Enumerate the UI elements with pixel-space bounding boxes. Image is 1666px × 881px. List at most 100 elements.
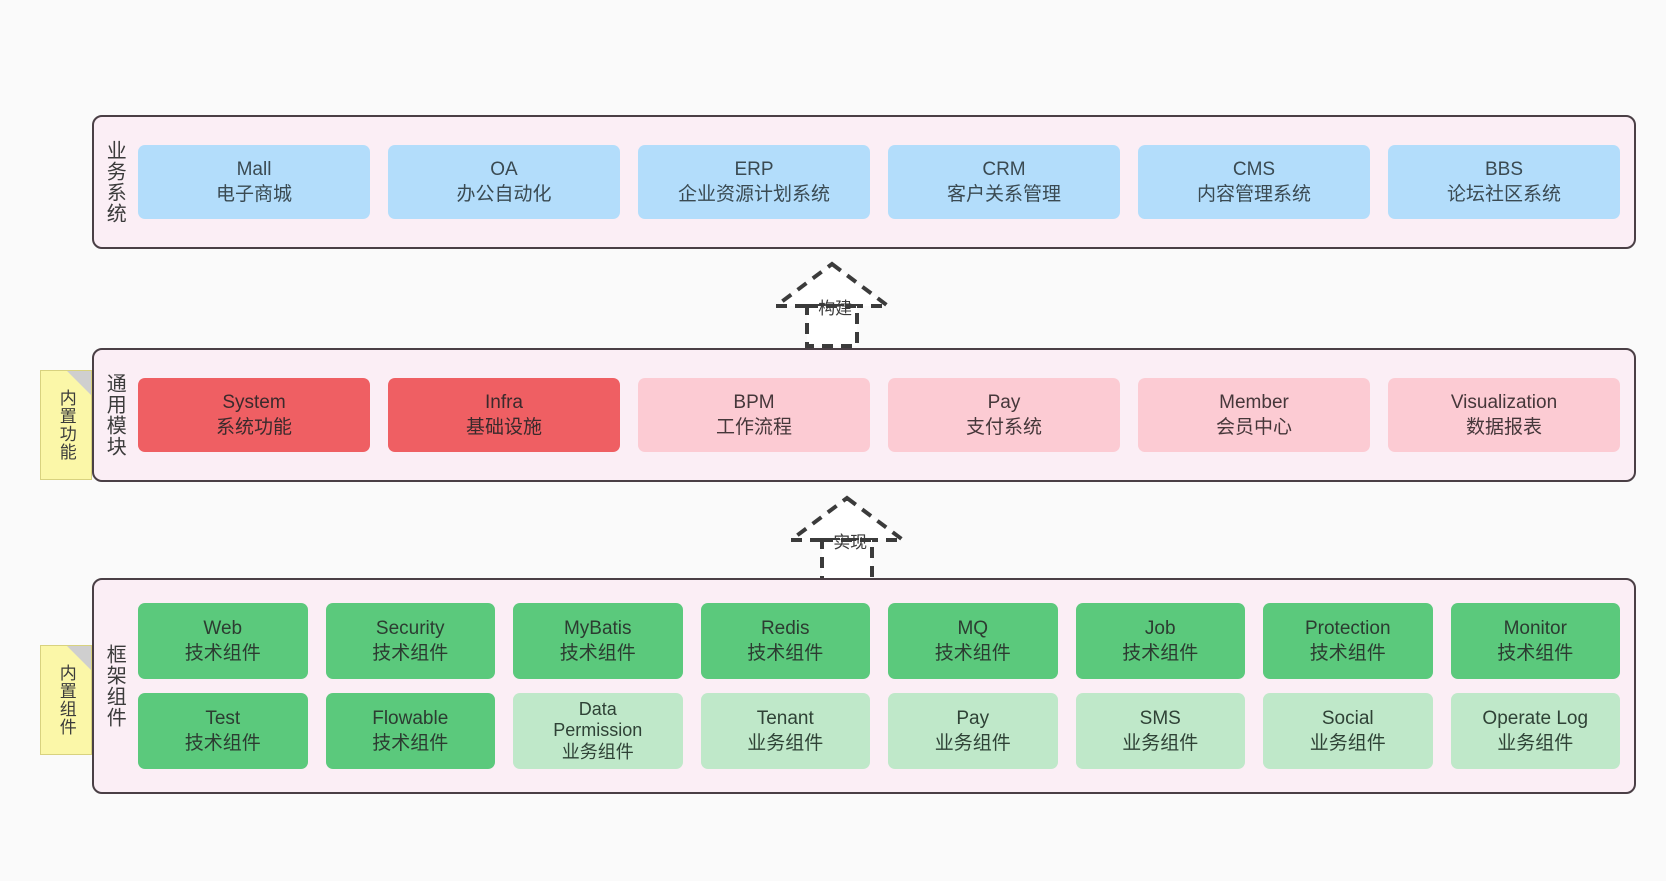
node-test[interactable]: Test 技术组件 — [138, 693, 308, 769]
folded-corner-icon — [67, 646, 91, 670]
node-row: Test 技术组件 Flowable 技术组件 Data Permission … — [138, 693, 1620, 769]
node-subtitle: 系统功能 — [215, 417, 292, 438]
node-title: MyBatis — [563, 617, 632, 639]
node-visualization[interactable]: Visualization 数据报表 — [1388, 378, 1620, 452]
node-subtitle: 支付系统 — [965, 417, 1042, 438]
node-operate-log[interactable]: Operate Log 业务组件 — [1450, 693, 1620, 769]
node-erp[interactable]: ERP 企业资源计划系统 — [638, 145, 870, 219]
node-member[interactable]: Member 会员中心 — [1138, 378, 1370, 452]
node-subtitle: 基础设施 — [465, 417, 542, 438]
node-title: Pay — [956, 707, 990, 729]
layer-panel-common-module[interactable]: 通用模块 System 系统功能 Infra 基础设施 BPM 工作流程 Pay… — [92, 348, 1636, 482]
node-title: Visualization — [1450, 391, 1558, 413]
node-title: CRM — [982, 158, 1026, 180]
node-title: Redis — [760, 617, 810, 639]
node-cms[interactable]: CMS 内容管理系统 — [1138, 145, 1370, 219]
node-subtitle: 企业资源计划系统 — [677, 184, 830, 205]
node-subtitle: 业务组件 — [934, 733, 1011, 754]
node-subtitle: 内容管理系统 — [1196, 184, 1311, 205]
node-title: Social — [1321, 707, 1374, 729]
node-title: Mall — [236, 158, 272, 180]
node-row: System 系统功能 Infra 基础设施 BPM 工作流程 Pay 支付系统… — [138, 378, 1620, 452]
node-subtitle: 技术组件 — [372, 733, 449, 754]
node-sms[interactable]: SMS 业务组件 — [1075, 693, 1245, 769]
node-crm[interactable]: CRM 客户关系管理 — [888, 145, 1120, 219]
connector-label-implement: 实现 — [833, 533, 868, 552]
node-system[interactable]: System 系统功能 — [138, 378, 370, 452]
node-title: Security — [375, 617, 445, 639]
node-oa[interactable]: OA 办公自动化 — [388, 145, 620, 219]
node-title: System — [222, 391, 286, 413]
node-title: Data Permission — [553, 698, 643, 741]
layer-title-framework-component: 框架组件 — [103, 644, 126, 728]
connector-implement: 实现 — [767, 492, 927, 582]
node-subtitle: 电子商城 — [215, 184, 292, 205]
node-title: Test — [205, 707, 241, 729]
node-monitor[interactable]: Monitor 技术组件 — [1450, 603, 1620, 679]
node-web[interactable]: Web 技术组件 — [138, 603, 308, 679]
node-title: Operate Log — [1482, 707, 1589, 729]
node-title: SMS — [1139, 707, 1181, 729]
folded-corner-icon — [67, 371, 91, 395]
layer-body-business: Mall 电子商城 OA 办公自动化 ERP 企业资源计划系统 CRM 客户关系… — [134, 117, 1634, 247]
node-title: MQ — [957, 617, 989, 639]
layer-body-framework-component: Web 技术组件 Security 技术组件 MyBatis 技术组件 Redi… — [134, 580, 1634, 792]
sticky-note-builtin-component[interactable]: 内置组件 — [40, 645, 92, 755]
node-subtitle: 技术组件 — [1122, 643, 1199, 664]
node-social[interactable]: Social 业务组件 — [1263, 693, 1433, 769]
node-subtitle: 技术组件 — [184, 643, 261, 664]
node-title: Monitor — [1503, 617, 1567, 639]
node-subtitle: 会员中心 — [1215, 417, 1292, 438]
layer-panel-business[interactable]: 业务系统 Mall 电子商城 OA 办公自动化 ERP 企业资源计划系统 CRM… — [92, 115, 1636, 249]
node-bpm[interactable]: BPM 工作流程 — [638, 378, 870, 452]
node-bbs[interactable]: BBS 论坛社区系统 — [1388, 145, 1620, 219]
node-row: Web 技术组件 Security 技术组件 MyBatis 技术组件 Redi… — [138, 603, 1620, 679]
node-subtitle: 办公自动化 — [456, 184, 552, 205]
node-title: Protection — [1304, 617, 1391, 639]
layer-panel-framework-component[interactable]: 框架组件 Web 技术组件 Security 技术组件 MyBatis 技术组件… — [92, 578, 1636, 794]
layer-title-business: 业务系统 — [103, 140, 126, 224]
node-subtitle: 业务组件 — [1122, 733, 1199, 754]
generalization-arrow-icon — [770, 261, 894, 348]
node-subtitle: 技术组件 — [559, 643, 636, 664]
node-title: BPM — [733, 391, 775, 413]
node-subtitle: 论坛社区系统 — [1446, 184, 1561, 205]
node-subtitle: 业务组件 — [747, 733, 824, 754]
node-title: BBS — [1484, 158, 1524, 180]
node-pay-module[interactable]: Pay 支付系统 — [888, 378, 1120, 452]
connector-build: 构建 — [752, 258, 912, 348]
node-redis[interactable]: Redis 技术组件 — [700, 603, 870, 679]
node-flowable[interactable]: Flowable 技术组件 — [325, 693, 495, 769]
node-data-permission[interactable]: Data Permission 业务组件 — [513, 693, 683, 769]
node-mybatis[interactable]: MyBatis 技术组件 — [513, 603, 683, 679]
node-job[interactable]: Job 技术组件 — [1075, 603, 1245, 679]
node-security[interactable]: Security 技术组件 — [325, 603, 495, 679]
node-row: Mall 电子商城 OA 办公自动化 ERP 企业资源计划系统 CRM 客户关系… — [138, 145, 1620, 219]
node-subtitle: 数据报表 — [1465, 417, 1542, 438]
node-title: OA — [490, 158, 518, 180]
node-subtitle: 技术组件 — [747, 643, 824, 664]
layer-title-common-module: 通用模块 — [103, 373, 126, 457]
node-mall[interactable]: Mall 电子商城 — [138, 145, 370, 219]
connector-label-build: 构建 — [818, 299, 853, 318]
node-title: Web — [203, 617, 243, 639]
node-pay-component[interactable]: Pay 业务组件 — [888, 693, 1058, 769]
node-mq[interactable]: MQ 技术组件 — [888, 603, 1058, 679]
node-subtitle: 工作流程 — [715, 417, 792, 438]
sticky-note-builtin-function[interactable]: 内置功能 — [40, 370, 92, 480]
node-subtitle: 业务组件 — [1497, 733, 1574, 754]
node-subtitle: 技术组件 — [1497, 643, 1574, 664]
generalization-arrow-icon — [785, 495, 909, 582]
node-subtitle: 业务组件 — [1309, 733, 1386, 754]
node-subtitle: 技术组件 — [1309, 643, 1386, 664]
node-infra[interactable]: Infra 基础设施 — [388, 378, 620, 452]
node-subtitle: 技术组件 — [934, 643, 1011, 664]
node-tenant[interactable]: Tenant 业务组件 — [700, 693, 870, 769]
node-protection[interactable]: Protection 技术组件 — [1263, 603, 1433, 679]
node-title: Flowable — [372, 707, 449, 729]
node-title: Member — [1219, 391, 1289, 413]
sticky-note-label: 内置组件 — [56, 664, 76, 736]
node-subtitle: 客户关系管理 — [946, 184, 1061, 205]
node-title: Job — [1144, 617, 1176, 639]
